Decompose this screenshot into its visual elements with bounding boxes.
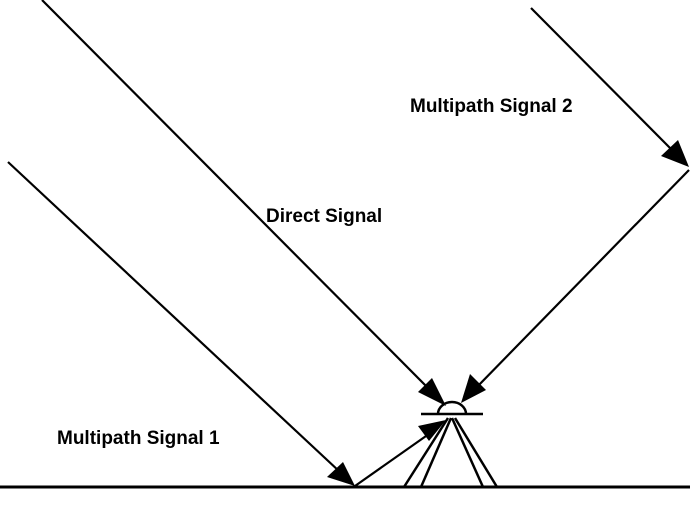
multipath-signal-2-reflected-ray (474, 169, 690, 390)
tripod-leg-inner (450, 417, 485, 488)
multipath-signal-2-label: Multipath Signal 2 (410, 96, 573, 117)
multipath-signal-1-ground-arrowhead (327, 462, 355, 486)
multipath-signal-1-label: Multipath Signal 1 (57, 428, 220, 449)
antenna-dome (436, 400, 468, 415)
direct-signal-arrowhead (418, 378, 446, 406)
multipath-signal-2-reflector-arrowhead (661, 140, 689, 167)
multipath-signal-2-incident-ray (530, 7, 675, 153)
multipath-signal-1-antenna-arrowhead (418, 420, 446, 441)
multipath-signal-1-incident-ray (7, 161, 341, 473)
direct-signal-ray (41, 0, 433, 393)
antenna-tripod (402, 400, 499, 488)
direct-signal-label: Direct Signal (266, 206, 382, 227)
multipath-signal-2-antenna-arrowhead (461, 374, 486, 403)
tripod-leg-right (453, 417, 499, 488)
tripod-leg-center (419, 417, 453, 488)
tripod-leg-left (402, 417, 450, 488)
multipath-signal-1-reflected-ray (354, 428, 437, 487)
